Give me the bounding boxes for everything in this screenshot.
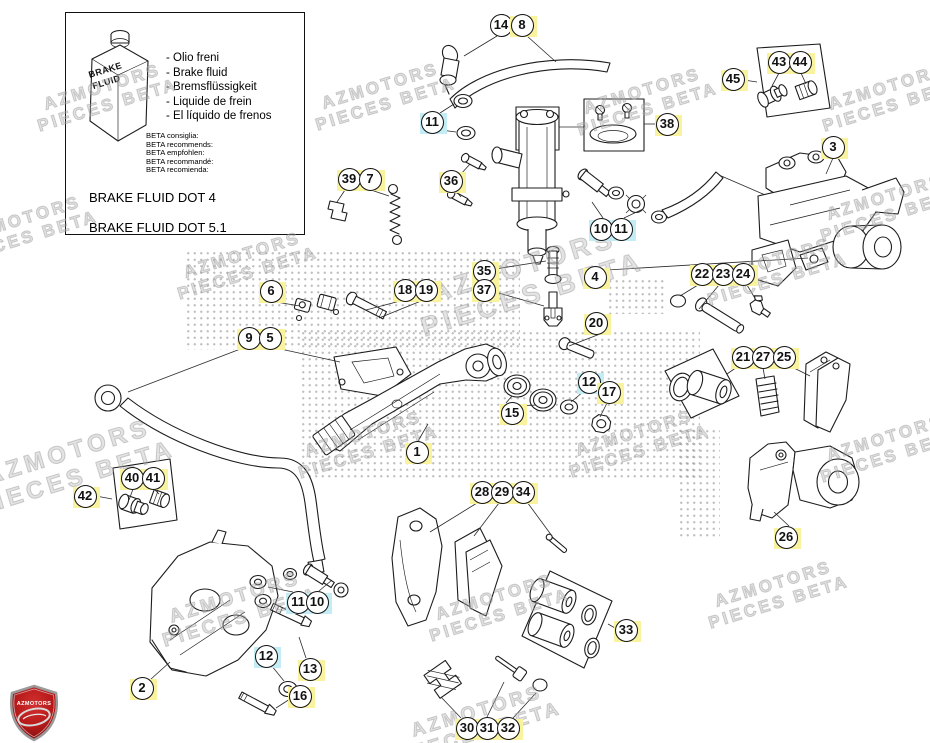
callout-42[interactable]: 42 xyxy=(73,484,97,508)
callout-44[interactable]: 44 xyxy=(788,50,812,74)
callout-10[interactable]: 10 xyxy=(305,590,329,614)
callout-20[interactable]: 20 xyxy=(584,311,608,335)
callout-26[interactable]: 26 xyxy=(774,525,798,549)
callout-45[interactable]: 45 xyxy=(721,67,745,91)
callout-39[interactable]: 39 xyxy=(337,167,361,191)
callout-3[interactable]: 3 xyxy=(821,135,845,159)
dot-spec-list: BRAKE FLUID DOT 4 BRAKE FLUID DOT 5.1 xyxy=(89,190,227,250)
brake-pads-29-drawing xyxy=(454,527,503,617)
callout-13[interactable]: 13 xyxy=(298,657,322,681)
rear-caliper-drawing xyxy=(751,150,905,287)
callout-21[interactable]: 21 xyxy=(731,345,755,369)
pushrod-drawing xyxy=(544,245,562,285)
brake-fluid-bottle-drawing xyxy=(89,29,149,142)
callout-28[interactable]: 28 xyxy=(470,480,494,504)
callout-40[interactable]: 40 xyxy=(120,466,144,490)
cap-32-drawing xyxy=(532,678,548,692)
reservoir-cap-detail-box xyxy=(583,98,645,152)
callout-11[interactable]: 11 xyxy=(420,110,444,134)
spec-lines-line: BRAKE FLUID DOT 4 xyxy=(89,190,216,205)
callout-15[interactable]: 15 xyxy=(500,401,524,425)
fluid-names-line: - El líquido de frenos xyxy=(166,110,272,123)
callout-7[interactable]: 7 xyxy=(358,167,382,191)
callout-18[interactable]: 18 xyxy=(393,278,417,302)
fluid-names-line: - Brake fluid xyxy=(166,66,228,79)
callout-22[interactable]: 22 xyxy=(690,262,714,286)
fluid-names-line: - Bremsflüssigkeit xyxy=(166,81,257,94)
pad-pin-31-drawing xyxy=(495,655,528,682)
caliper-bracket-26-drawing xyxy=(747,441,860,522)
shield-icon xyxy=(10,684,58,742)
front-banjo-hardware-drawing xyxy=(249,563,349,609)
fluid-name-list: - Olio freni - Brake fluid - Bremsflüssigk… xyxy=(166,51,271,124)
callout-24[interactable]: 24 xyxy=(731,262,755,286)
callout-11[interactable]: 11 xyxy=(609,217,633,241)
callout-8[interactable]: 8 xyxy=(510,13,534,37)
callout-9[interactable]: 9 xyxy=(237,326,261,350)
master-cylinder-bolts-drawing xyxy=(446,152,487,207)
clevis-fork-drawing xyxy=(543,291,563,327)
spec-lines-line: BRAKE FLUID DOT 5.1 xyxy=(89,220,227,235)
caliper-bolt-16-drawing xyxy=(238,691,277,716)
front-caliper-drawing xyxy=(149,529,279,677)
callout-32[interactable]: 32 xyxy=(496,716,520,740)
callout-14[interactable]: 14 xyxy=(489,13,513,37)
callout-19[interactable]: 19 xyxy=(414,278,438,302)
callout-30[interactable]: 30 xyxy=(455,716,479,740)
master-cylinder-drawing xyxy=(491,106,570,265)
recommendation-list: BETA consiglia:BETA recommends:BETA empf… xyxy=(146,131,214,175)
brake-pads-25-drawing xyxy=(803,351,851,433)
brake-fluid-info-box: BRAKE FLUID - Olio freni- Brake fluid- B… xyxy=(65,12,305,235)
callout-23[interactable]: 23 xyxy=(711,262,735,286)
callout-27[interactable]: 27 xyxy=(751,345,775,369)
recommend-lines-line: BETA recommends: xyxy=(146,139,213,149)
callout-17[interactable]: 17 xyxy=(597,380,621,404)
callout-33[interactable]: 33 xyxy=(614,618,638,642)
pad-shim-27-drawing xyxy=(755,375,780,417)
callout-41[interactable]: 41 xyxy=(141,466,165,490)
callout-29[interactable]: 29 xyxy=(490,480,514,504)
callout-4[interactable]: 4 xyxy=(583,265,607,289)
pad-pin-23-drawing xyxy=(694,297,745,334)
pad-spring-30-drawing xyxy=(423,659,462,699)
recommend-lines-line: BETA consiglia: xyxy=(146,131,199,140)
callout-36[interactable]: 36 xyxy=(439,169,463,193)
callout-38[interactable]: 38 xyxy=(655,112,679,136)
callout-25[interactable]: 25 xyxy=(772,345,796,369)
callout-31[interactable]: 31 xyxy=(475,716,499,740)
callout-2[interactable]: 2 xyxy=(130,676,154,700)
callout-5[interactable]: 5 xyxy=(258,326,282,350)
logo-text: AZMOTORS xyxy=(16,701,52,707)
recommend-lines-line: BETA recomienda: xyxy=(146,165,209,175)
recommend-lines-line: BETA recommandé: xyxy=(146,156,214,166)
caliper-mount-bracket-drawing xyxy=(391,507,443,627)
callout-1[interactable]: 1 xyxy=(405,440,429,464)
pad-pin-34-drawing xyxy=(545,533,568,553)
callout-12[interactable]: 12 xyxy=(254,644,278,668)
fluid-names-line: - Olio freni xyxy=(166,52,220,64)
callout-43[interactable]: 43 xyxy=(767,50,791,74)
bleed-screw-24-drawing xyxy=(749,295,771,318)
reservoir-hose-drawing xyxy=(439,44,611,141)
recommend-lines-line: BETA empfohlen: xyxy=(146,148,205,158)
spring-clip-drawing xyxy=(327,200,348,222)
callout-34[interactable]: 34 xyxy=(511,480,535,504)
callout-16[interactable]: 16 xyxy=(288,684,312,708)
rear-brake-hose-drawing xyxy=(577,168,787,224)
azmotors-logo: AZMOTORS xyxy=(5,684,63,743)
piston-kit-33-drawing xyxy=(521,570,613,669)
return-spring-drawing xyxy=(387,183,403,246)
fluid-names-line: - Liquide de frein xyxy=(166,95,252,108)
callout-37[interactable]: 37 xyxy=(472,278,496,302)
callout-6[interactable]: 6 xyxy=(259,279,283,303)
cap-22-drawing xyxy=(669,294,687,308)
